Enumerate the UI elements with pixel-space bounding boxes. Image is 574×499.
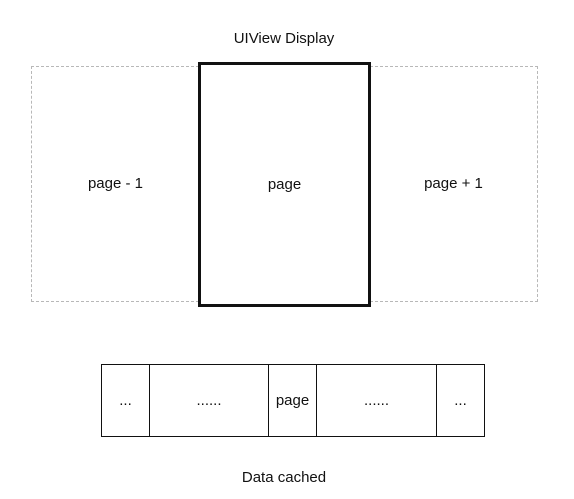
diagram-title: UIView Display [233,30,335,47]
next-page-label: page + 1 [424,175,483,192]
data-cache-row: ... ...... page ...... ... [101,364,485,437]
previous-page-box: page - 1 [31,66,199,302]
current-page-label: page [267,175,302,193]
cache-cell-ellipsis-left: ... [102,365,150,436]
previous-page-label: page - 1 [87,175,144,192]
next-page-box: page + 1 [370,66,538,302]
current-page-box: page [198,62,371,307]
data-cached-label: Data cached [241,469,327,486]
cache-cell-dots-right: ...... [317,365,437,436]
cache-cell-page: page [269,365,317,436]
cache-cell-dots-left: ...... [150,365,269,436]
cache-cell-ellipsis-right: ... [454,392,467,409]
